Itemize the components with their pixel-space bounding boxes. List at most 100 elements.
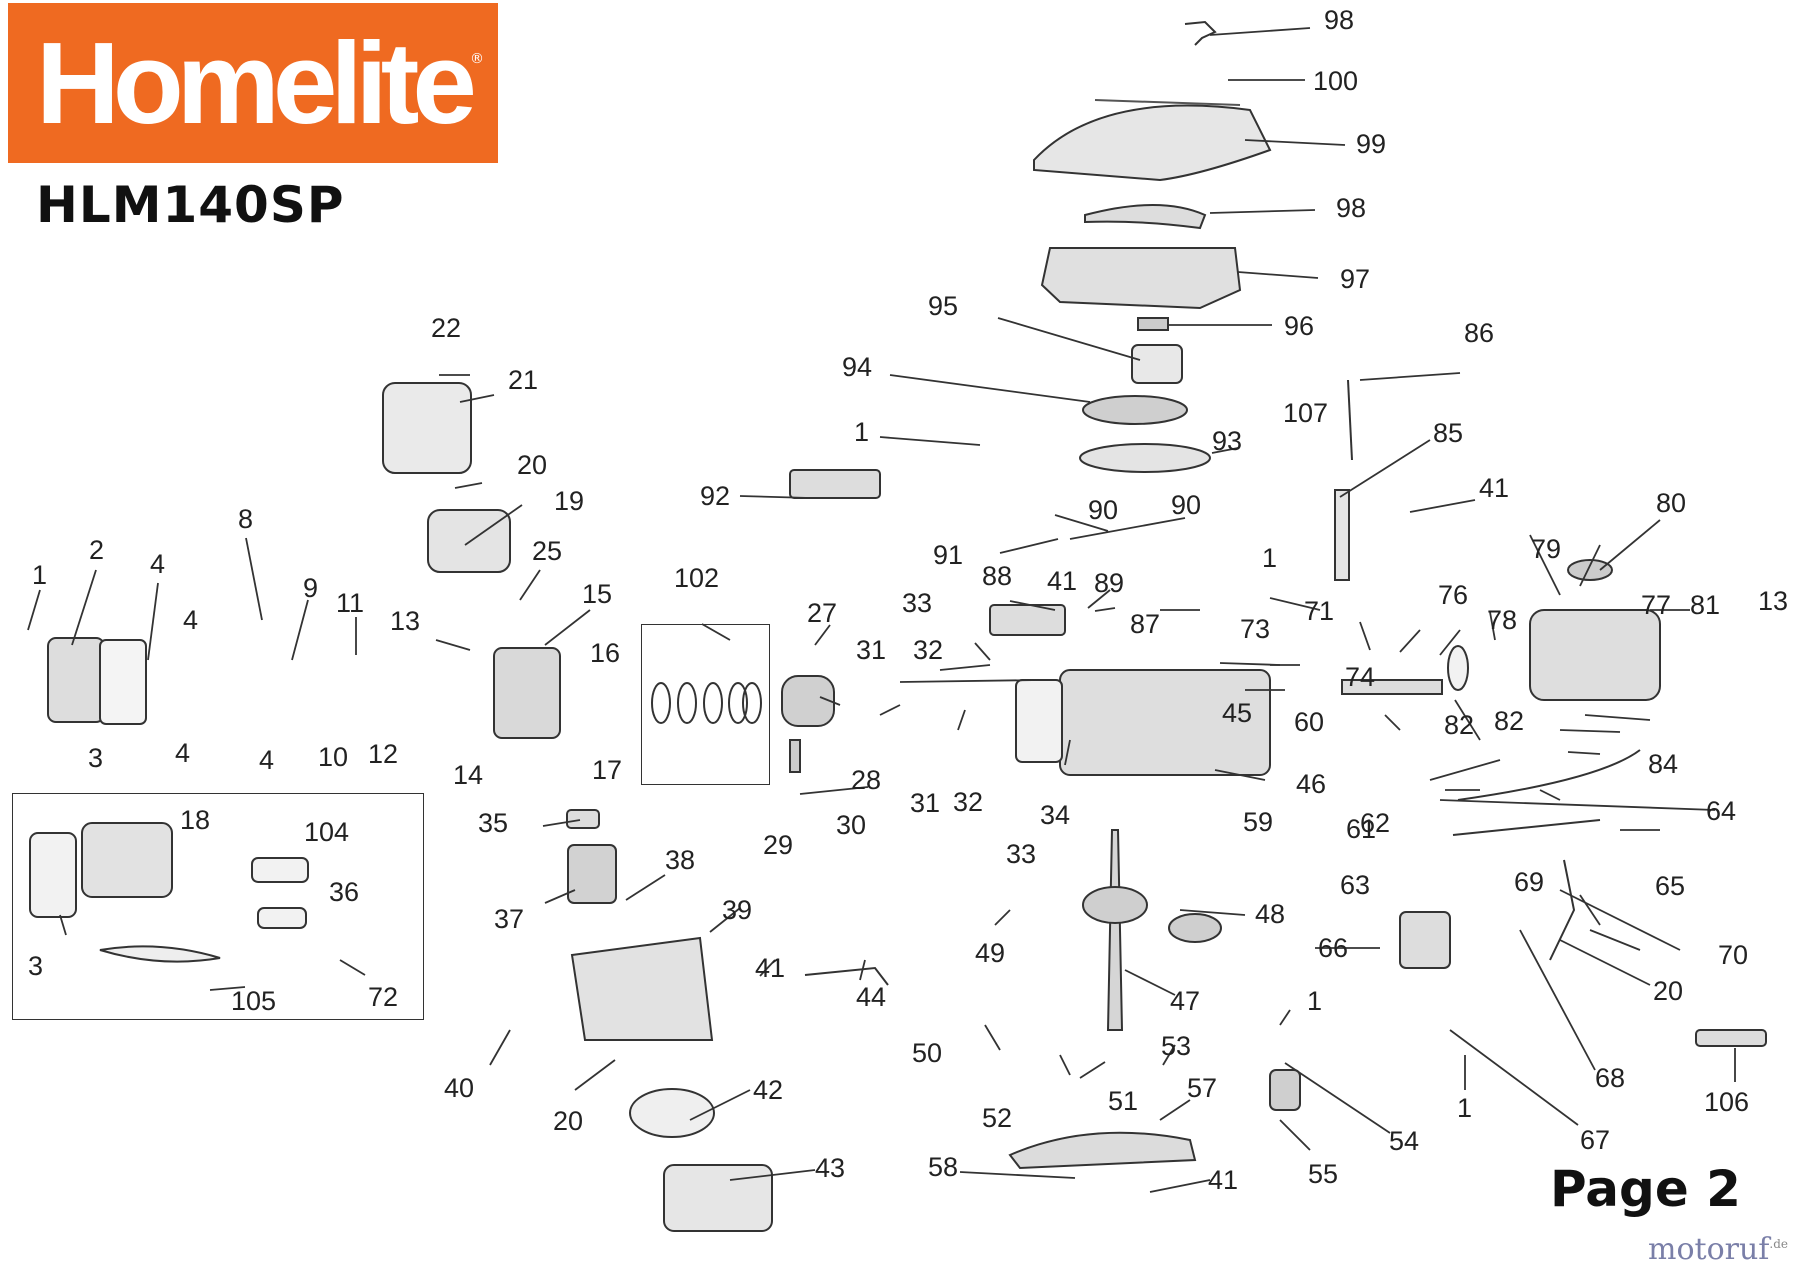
callout-label: 69: [1514, 867, 1544, 897]
callout-label: 25: [532, 536, 562, 566]
piston-ring-set-box: [641, 624, 770, 785]
inset-case-gasket-part: [99, 945, 221, 963]
callout-label: 68: [1595, 1063, 1625, 1093]
callout-label: 91: [933, 540, 963, 570]
callout-label: 93: [1212, 426, 1242, 456]
callout-label: 41: [1047, 566, 1077, 596]
callout-label: 85: [1433, 418, 1463, 448]
piston-ring-part: [651, 682, 671, 724]
callout-label: 9: [303, 573, 318, 603]
flywheel-part: [1079, 443, 1211, 473]
callout-label: 16: [590, 638, 620, 668]
callout-label: 64: [1706, 796, 1736, 826]
camshaft-gear-part: [1168, 913, 1222, 943]
callout-label: 18: [180, 805, 210, 835]
callout-label: 27: [807, 598, 837, 628]
registered-mark: ®: [470, 51, 484, 67]
crankcase-cover-part: [1008, 1131, 1197, 1170]
watermark-text: motoruf: [1648, 1232, 1770, 1267]
callout-label: 73: [1240, 614, 1270, 644]
callout-label: 20: [1653, 976, 1683, 1006]
callout-label: 1: [1262, 543, 1277, 573]
callout-label: 90: [1171, 490, 1201, 520]
rocker-cover-part: [47, 637, 105, 723]
callout-label: 2: [89, 535, 104, 565]
callout-label: 78: [1487, 605, 1517, 635]
inset-carb-gasket-part: [251, 857, 309, 883]
cover-vents-part: [1094, 99, 1241, 106]
callout-label: 99: [1356, 129, 1386, 159]
callout-label: 98: [1324, 5, 1354, 35]
cylinder-head-part: [493, 647, 561, 739]
callout-label: 45: [1222, 698, 1252, 728]
callout-label: 71: [1304, 596, 1334, 626]
callout-label: 82: [1444, 710, 1474, 740]
callout-label: 81: [1690, 590, 1720, 620]
callout-label: 4: [150, 549, 165, 579]
callout-label: 47: [1170, 986, 1200, 1016]
starter-handle-part: [1184, 20, 1217, 46]
logo-wordmark: Homelite: [36, 18, 477, 148]
callout-label: 53: [1161, 1031, 1191, 1061]
callout-label: 13: [1758, 586, 1788, 616]
fuel-cap-part: [1567, 559, 1613, 581]
callout-label: 1: [1457, 1093, 1472, 1123]
callout-label: 8: [238, 504, 253, 534]
muffler-shield-part: [382, 382, 472, 474]
callout-label: 33: [1006, 839, 1036, 869]
callout-label: 107: [1283, 398, 1328, 428]
callout-label: 29: [763, 830, 793, 860]
piston-ring-part: [677, 682, 697, 724]
callout-label: 21: [508, 365, 538, 395]
inset-gasket-part: [257, 907, 307, 929]
callout-label: 40: [444, 1073, 474, 1103]
cover-gasket-part: [99, 639, 147, 725]
callout-label: 57: [1187, 1073, 1217, 1103]
callout-label: 89: [1094, 568, 1124, 598]
callout-label: 1: [1307, 986, 1322, 1016]
callout-label: 70: [1718, 940, 1748, 970]
callout-label: 52: [982, 1103, 1012, 1133]
crankshaft-part: [1106, 829, 1124, 1031]
air-filter-element-part: [629, 1088, 715, 1138]
callout-label: 13: [390, 606, 420, 636]
piston-ring-part: [728, 682, 748, 724]
callout-label: 20: [553, 1106, 583, 1136]
carburetor-part: [567, 844, 617, 904]
head-gasket-part: [1015, 679, 1063, 763]
callout-label: 65: [1655, 871, 1685, 901]
ignition-coil-part: [789, 469, 881, 499]
callout-label: 98: [1336, 193, 1366, 223]
dipstick-tube-part: [1334, 489, 1350, 581]
throttle-cable-part: [1452, 819, 1601, 836]
piston-ring-part: [703, 682, 723, 724]
starter-cup-part: [1131, 344, 1183, 384]
callout-label: 31: [856, 635, 886, 665]
callout-label: 54: [1389, 1126, 1419, 1156]
callout-label: 60: [1294, 707, 1324, 737]
callout-label: 66: [1318, 933, 1348, 963]
callout-label: 77: [1641, 590, 1671, 620]
callout-label: 22: [431, 313, 461, 343]
callout-label: 28: [851, 765, 881, 795]
callout-label: 17: [592, 755, 622, 785]
watermark-suffix: .de: [1769, 1237, 1789, 1251]
callout-label: 50: [912, 1038, 942, 1068]
insulator-part: [566, 809, 600, 829]
callout-label: 88: [982, 561, 1012, 591]
flywheel-fan-part: [1082, 395, 1188, 425]
homelite-logo: Homelite ®: [8, 3, 498, 163]
callout-label: 33: [902, 588, 932, 618]
callout-label: 97: [1340, 264, 1370, 294]
callout-label: 34: [1040, 800, 1070, 830]
dipstick-part: [1347, 379, 1353, 461]
callout-label: 82: [1494, 706, 1524, 736]
brake-lever-part: [1549, 859, 1576, 961]
callout-label: 94: [842, 352, 872, 382]
callout-label: 11: [336, 588, 364, 618]
callout-label: 30: [836, 810, 866, 840]
callout-label: 4: [183, 605, 198, 635]
fuel-tank-part: [1529, 609, 1661, 701]
callout-label: 80: [1656, 488, 1686, 518]
callout-label: 15: [582, 579, 612, 609]
